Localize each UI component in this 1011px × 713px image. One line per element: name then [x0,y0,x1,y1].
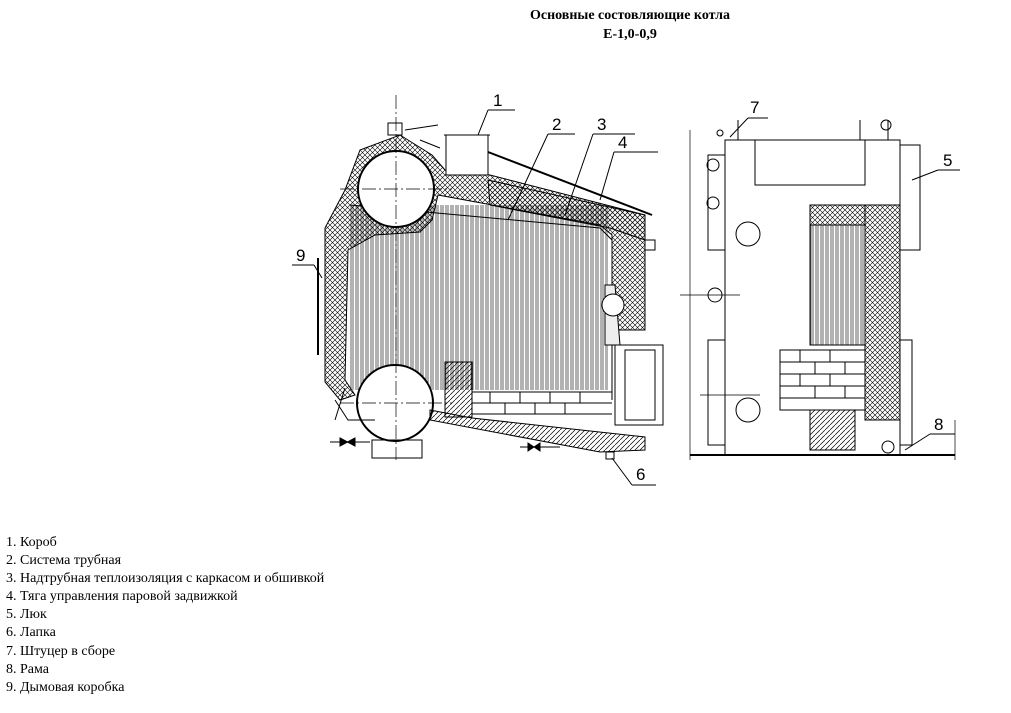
callout-7: 7 [750,98,759,117]
legend-item: 1. Короб [6,535,57,550]
drawing-title: Основные состовляющие котла [529,8,731,23]
side-view [317,95,664,460]
callout-2: 2 [552,115,561,134]
legend-item: 2. Система трубная [6,553,122,569]
boiler-model: Е-1,0-0,9 [603,27,657,42]
insulation-front [864,204,901,421]
callout-1: 1 [493,91,502,110]
frame-box-1 [445,134,489,176]
callout-4: 4 [618,133,627,152]
callout-8: 8 [934,415,943,434]
base-hearth [429,409,646,453]
legend-item: 9. Дымовая коробка [6,679,125,695]
tube-bank [350,205,608,390]
smoke-outlet-box [614,344,664,426]
legend-item: 4. Тяга управления паровой задвижкой [6,589,238,605]
legend-item: 3. Надтрубная теплоизоляция с каркасом и… [6,571,325,587]
brick-rows [472,391,612,415]
front-view [680,119,956,460]
brick-block [444,361,473,418]
legend-item: 8. Рама [6,661,49,677]
legend-item: 5. Люк [6,607,47,623]
tube-bank-front [809,224,866,346]
callouts [292,109,960,486]
control-rod [487,151,653,216]
callout-3: 3 [597,115,606,134]
callout-9: 9 [296,246,305,265]
callout-5: 5 [943,151,952,170]
parts-legend: 1. Короб 2. Система трубная 3. Надтрубна… [6,534,324,697]
hatch-5 [899,144,921,251]
callout-6: 6 [636,465,645,484]
brick-wall [779,349,866,411]
legend-item: 6. Лапка [6,625,56,641]
legend-item: 7. Штуцер в сборе [6,643,116,659]
